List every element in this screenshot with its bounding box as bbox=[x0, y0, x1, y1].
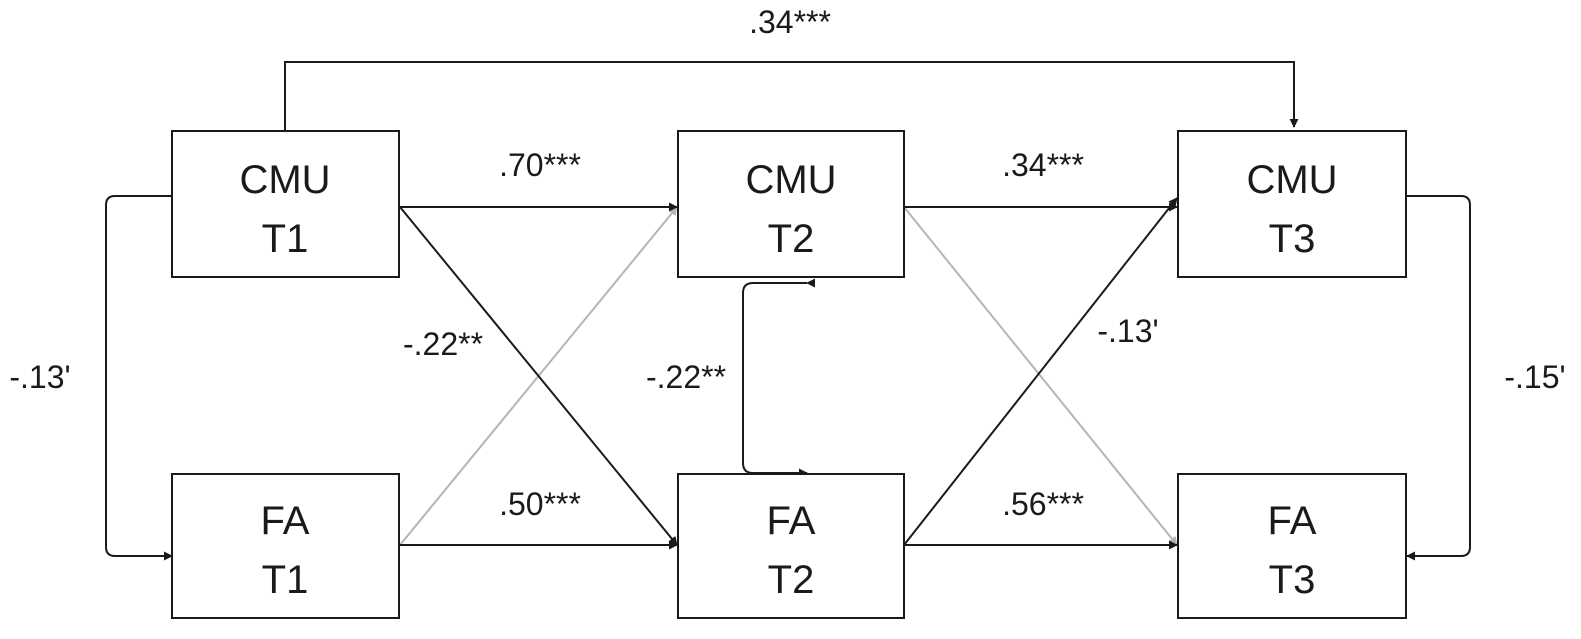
node-cmu-t2: CMU T2 bbox=[677, 130, 905, 278]
coef-covariance-t2: -.22** bbox=[646, 359, 726, 395]
node-time-label: T2 bbox=[768, 217, 815, 261]
node-fa-t3: FA T3 bbox=[1177, 473, 1407, 619]
coef-covariance-t1: -.13' bbox=[9, 359, 70, 395]
node-label: FA bbox=[767, 499, 816, 543]
node-label: CMU bbox=[1246, 158, 1337, 202]
node-label: FA bbox=[1268, 499, 1317, 543]
node-time-label: T3 bbox=[1269, 558, 1316, 602]
coef-cmu-t2-to-cmu-t3: .34*** bbox=[1002, 147, 1084, 183]
node-label: CMU bbox=[239, 158, 330, 202]
node-time-label: T2 bbox=[768, 558, 815, 602]
node-time-label: T3 bbox=[1269, 217, 1316, 261]
coef-covariance-t3: -.15' bbox=[1504, 359, 1565, 395]
arrow-cmu-t1-to-fa-t2 bbox=[399, 206, 678, 546]
node-fa-t2: FA T2 bbox=[677, 473, 905, 619]
node-label: FA bbox=[261, 499, 310, 543]
node-label: CMU bbox=[745, 158, 836, 202]
node-time-label: T1 bbox=[262, 217, 309, 261]
coef-cmu-t1-to-cmu-t3: .34*** bbox=[749, 4, 831, 40]
arrow-fa-t2-to-cmu-t3 bbox=[903, 197, 1178, 546]
coef-cmu-t1-to-fa-t2: -.22** bbox=[403, 326, 483, 362]
covariance-arrow-t2 bbox=[742, 278, 816, 478]
coef-cmu-t1-to-cmu-t2: .70*** bbox=[499, 147, 581, 183]
arrow-cmu-t1-to-cmu-t3 bbox=[284, 61, 1299, 130]
arrow-cmu-t2-to-fa-t3 bbox=[903, 206, 1178, 546]
node-fa-t1: FA T1 bbox=[171, 473, 400, 619]
coef-fa-t1-to-fa-t2: .50*** bbox=[499, 486, 581, 522]
covariance-arrow-t1 bbox=[105, 191, 181, 561]
node-cmu-t1: CMU T1 bbox=[171, 130, 400, 278]
coef-fa-t2-to-cmu-t3: -.13' bbox=[1097, 313, 1158, 349]
node-cmu-t3: CMU T3 bbox=[1177, 130, 1407, 278]
node-time-label: T1 bbox=[262, 558, 309, 602]
covariance-arrow-t3 bbox=[1398, 191, 1471, 561]
coef-fa-t2-to-fa-t3: .56*** bbox=[1002, 486, 1084, 522]
